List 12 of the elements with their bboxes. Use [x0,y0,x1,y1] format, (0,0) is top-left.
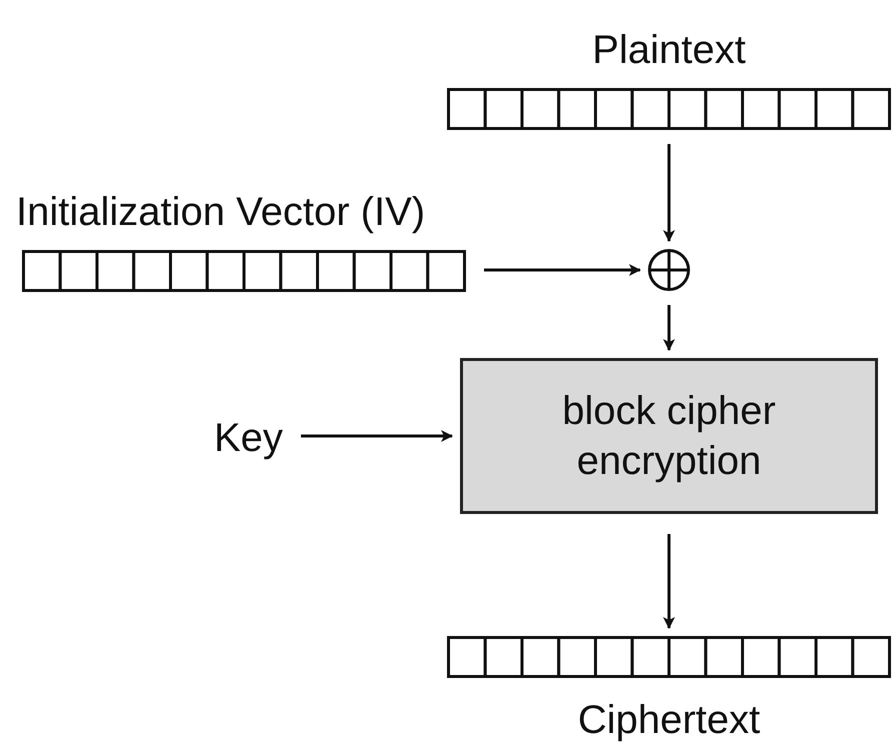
block-label: Plaintext [592,30,746,70]
arrow [484,264,641,276]
key-label: Key [214,418,283,458]
arrow [663,144,675,242]
arrow [663,305,675,351]
box-label: block cipher encryption [561,388,777,485]
process-box [460,358,878,514]
xor-symbol-icon [648,249,690,291]
arrow [663,534,675,629]
block-label: Ciphertext [578,700,760,740]
block-label: Initialization Vector (IV) [16,192,426,232]
arrow [300,430,453,442]
